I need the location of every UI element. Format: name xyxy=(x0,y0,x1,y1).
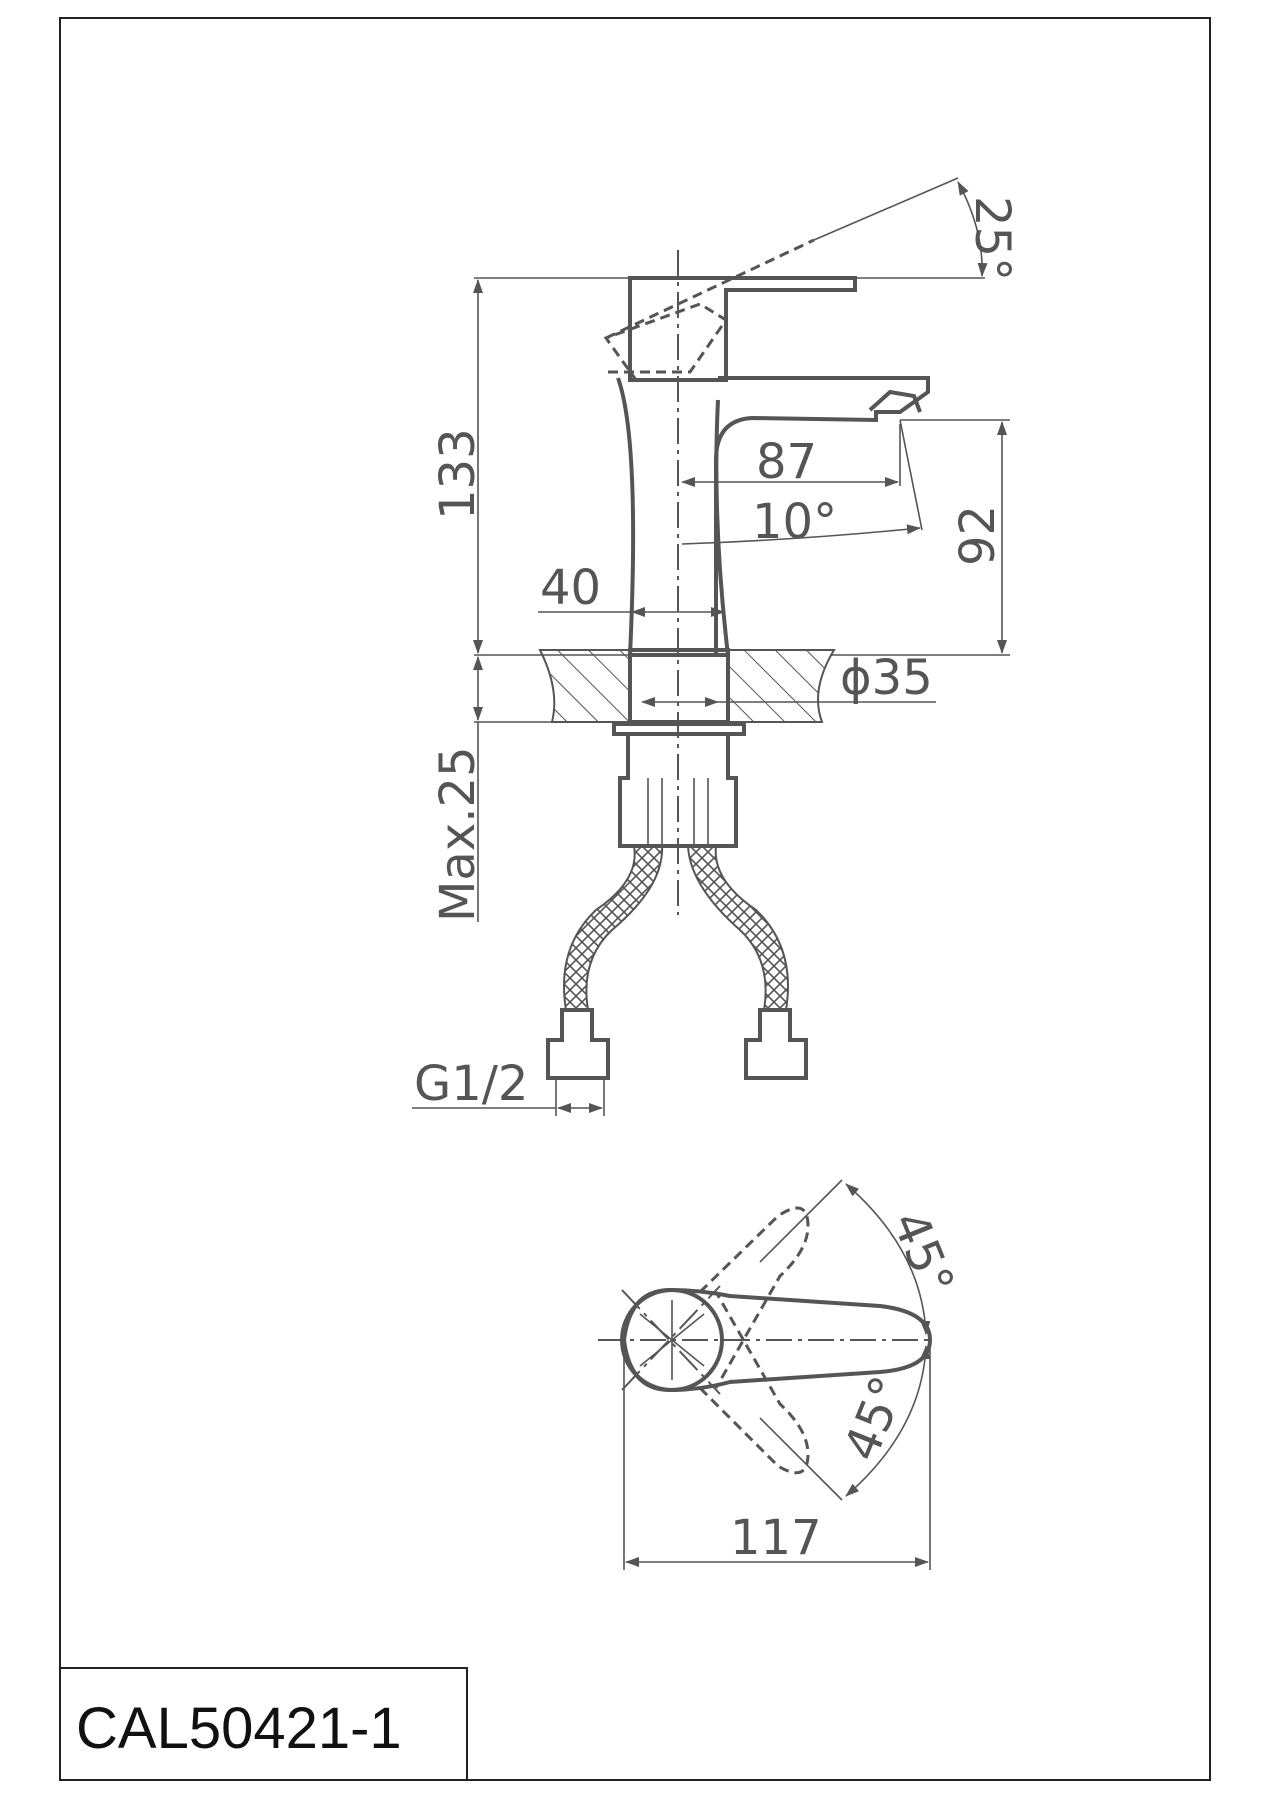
connector xyxy=(618,732,738,848)
faucet-spout xyxy=(714,376,930,655)
dim-height-total: 133 xyxy=(430,428,486,520)
dim-spout-reach: 87 xyxy=(756,434,817,490)
dim-lever-angle: 25° xyxy=(964,196,1020,281)
handle-rotated-up xyxy=(698,1206,810,1389)
lever-closed xyxy=(628,276,857,382)
hose-nut-left xyxy=(546,1008,610,1080)
side-view: 133 92 87 10° 40 ϕ35 Max.25 G1/2 xyxy=(412,177,1020,1116)
lever-raised xyxy=(603,238,815,381)
dim-spout-angle: 10° xyxy=(752,494,837,550)
dim-rotation-top: 45° xyxy=(881,1204,965,1304)
dim-handle-length: 117 xyxy=(730,1510,822,1566)
dim-max-deck: Max.25 xyxy=(430,746,486,922)
dim-hose-thread: G1/2 xyxy=(414,1056,528,1112)
faucet-body xyxy=(616,377,731,657)
hose-nut-right xyxy=(744,1008,808,1080)
dim-rotation-bottom: 45° xyxy=(833,1369,917,1469)
dim-hole-diameter: ϕ35 xyxy=(840,650,933,706)
hose-left xyxy=(563,845,664,1011)
hose-right xyxy=(686,845,789,1011)
top-view: 45° 45° 117 xyxy=(598,1179,965,1570)
handle-rotated-down xyxy=(698,1291,810,1475)
aerator xyxy=(868,389,922,413)
dim-base-width: 40 xyxy=(540,560,601,616)
dim-spout-height: 92 xyxy=(950,505,1006,566)
title-block xyxy=(59,1667,468,1781)
page-frame xyxy=(59,17,1211,1781)
model-code: CAL50421-1 xyxy=(76,1696,402,1761)
handle-hub xyxy=(620,1288,724,1392)
deck-section xyxy=(538,649,836,723)
